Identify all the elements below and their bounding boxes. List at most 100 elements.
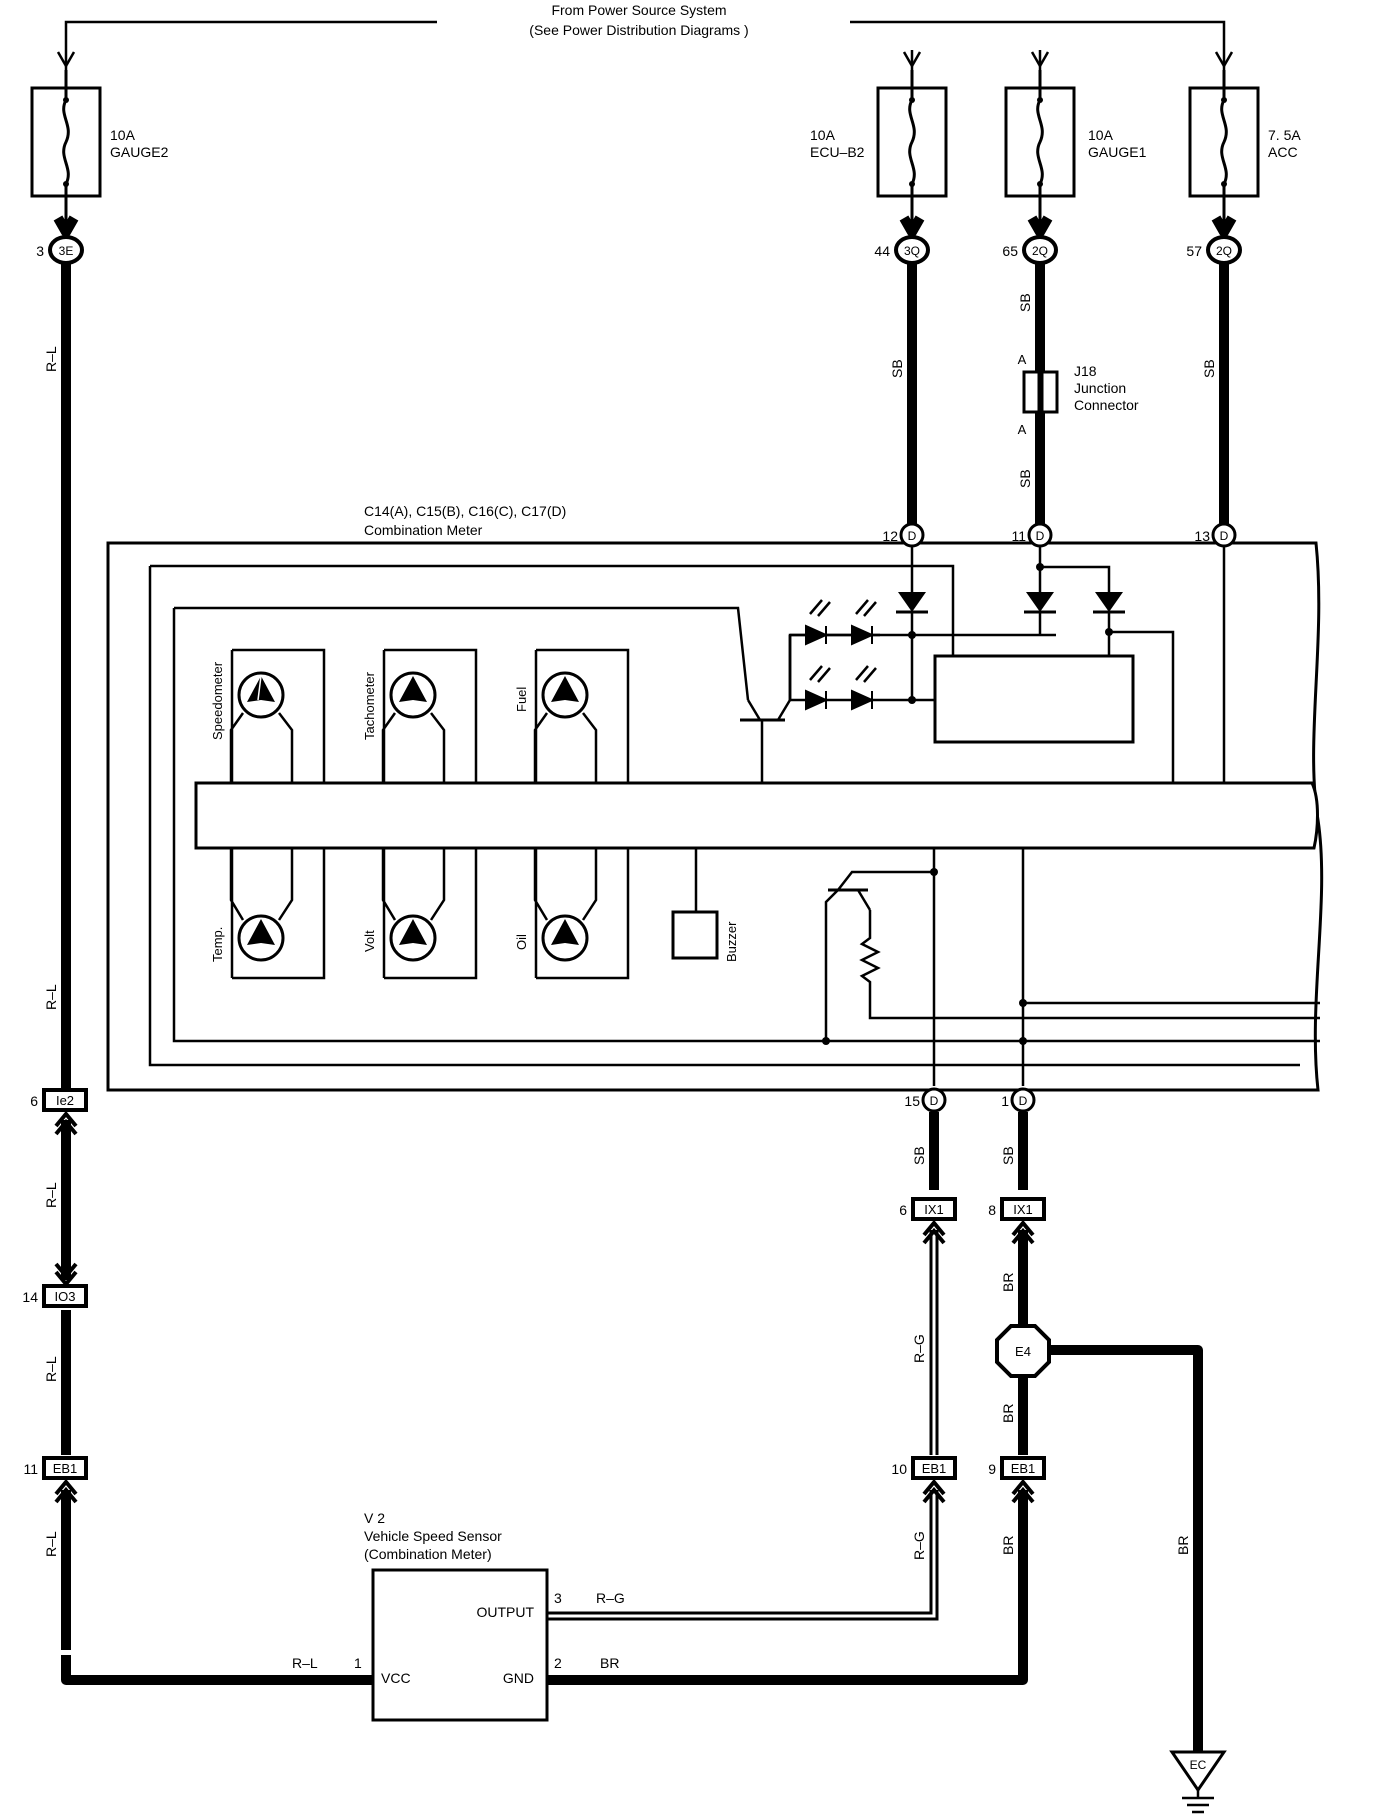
wire-label-br: BR <box>600 1655 619 1671</box>
buzzer: Buzzer <box>671 848 739 962</box>
wire-label-sb: SB <box>1017 293 1033 312</box>
wire-label-sb: SB <box>911 1146 927 1165</box>
wire-label-rg: R–G <box>911 1531 927 1560</box>
sensor-vcc-label: VCC <box>381 1670 411 1686</box>
sensor-name: Vehicle Speed Sensor <box>364 1528 502 1544</box>
connector-code: EB1 <box>53 1461 78 1476</box>
connector-pin: 6 <box>30 1093 38 1109</box>
meter-pin-11: D 11 <box>1011 522 1053 548</box>
fuse-amp: 10A <box>810 127 836 143</box>
terminal-pin: 65 <box>1002 243 1018 259</box>
meter-bus-bar <box>194 781 1319 850</box>
pin-letter: D <box>1019 1094 1028 1108</box>
header-line1: From Power Source System <box>551 2 726 18</box>
connector-eb1-10: EB1 10 <box>891 1456 957 1504</box>
wire-label-rl: R–L <box>43 984 59 1010</box>
connector-pin: 11 <box>23 1461 38 1477</box>
fuse-amp: 10A <box>1088 127 1114 143</box>
j18-pin-bottom: A <box>1018 422 1027 437</box>
wire-label-rl: R–L <box>43 1182 59 1208</box>
j18-id: J18 <box>1074 363 1097 379</box>
wire-label-sb: SB <box>889 359 905 378</box>
wires <box>61 262 1229 1752</box>
fuse-acc: 7. 5A ACC <box>1188 70 1301 222</box>
ground-label: EC <box>1190 1758 1207 1772</box>
fuse-gauge1: 10A GAUGE1 <box>1004 70 1147 222</box>
meter-pin-13: D 13 <box>1194 522 1237 548</box>
wire-label-br: BR <box>1000 1404 1016 1423</box>
connector-eb1-9: EB1 9 <box>988 1456 1046 1504</box>
gauge-label: Tachometer <box>362 671 377 740</box>
fuse-name: ECU–B2 <box>810 144 865 160</box>
connector-code: EB1 <box>1011 1461 1036 1476</box>
gauge-label: Fuel <box>514 687 529 712</box>
junction-terminal-2q-65: 2Q 65 <box>1002 235 1058 265</box>
connector-pin: 10 <box>891 1461 907 1477</box>
meter-connectors: C14(A), C15(B), C16(C), C17(D) <box>364 503 566 519</box>
sensor-pin-vcc: 1 <box>354 1655 362 1671</box>
connector-io3: IO3 14 <box>22 1262 88 1308</box>
junction-terminal-2q-57: 2Q 57 <box>1186 235 1242 265</box>
pin-letter: D <box>1036 529 1045 543</box>
power-source-header: From Power Source System (See Power Dist… <box>56 2 1234 70</box>
sensor-output-label: OUTPUT <box>476 1604 534 1620</box>
ground-ec: EC <box>1169 1750 1227 1814</box>
meter-pin-1: D 1 <box>1001 1087 1036 1113</box>
fuse-output-arrows <box>53 215 1237 237</box>
fuse-gauge2: 10A GAUGE2 <box>30 70 169 222</box>
header-line2: (See Power Distribution Diagrams ) <box>529 22 748 38</box>
j18-line1: Junction <box>1074 380 1126 396</box>
fuse-name: GAUGE1 <box>1088 144 1147 160</box>
wire-color-labels: R–L R–L R–L R–L R–L SB SB SB SB SB SB R–… <box>43 293 1217 1560</box>
wire-label-rl: R–L <box>43 1356 59 1382</box>
connector-pin: 6 <box>899 1202 907 1218</box>
splice-label: E4 <box>1015 1344 1031 1359</box>
wire-label-sb: SB <box>1000 1146 1016 1165</box>
pin-letter: D <box>908 529 917 543</box>
pin-num: 12 <box>882 528 898 544</box>
wire-label-rl: R–L <box>43 1531 59 1557</box>
connector-eb1-11: EB1 11 <box>23 1456 88 1504</box>
meter-pin-12: D 12 <box>882 522 925 548</box>
meter-pin-15: D 15 <box>904 1087 947 1113</box>
terminal-code: 2Q <box>1032 244 1048 258</box>
gauge-oil: Oil <box>514 848 630 980</box>
gauge-label: Temp. <box>210 927 225 962</box>
terminal-code: 2Q <box>1216 244 1232 258</box>
wire-label-br: BR <box>1000 1536 1016 1555</box>
fuse-amp: 10A <box>110 127 136 143</box>
pin-letter: D <box>1220 529 1229 543</box>
wire-label-rg: R–G <box>596 1590 625 1606</box>
terminal-code: 3E <box>59 244 74 258</box>
terminal-pin: 57 <box>1186 243 1202 259</box>
junction-terminal-3e: 3E 3 <box>36 235 84 265</box>
buzzer-label: Buzzer <box>724 921 739 962</box>
j18-line2: Connector <box>1074 397 1139 413</box>
terminal-pin: 3 <box>36 243 44 259</box>
sensor-pin-gnd: 2 <box>554 1655 562 1671</box>
fuse-ecu-b2: 10A ECU–B2 <box>810 70 948 222</box>
wire-label-rl: R–L <box>292 1655 318 1671</box>
pin-num: 1 <box>1001 1093 1009 1109</box>
fuse-amp: 7. 5A <box>1268 127 1301 143</box>
terminal-code: 3Q <box>904 244 920 258</box>
connector-code: Ie2 <box>56 1093 74 1108</box>
wire-label-br: BR <box>1175 1536 1191 1555</box>
pin-num: 13 <box>1194 528 1210 544</box>
wire-label-sb: SB <box>1201 359 1217 378</box>
pin-num: 11 <box>1011 528 1026 544</box>
meter-ic-block <box>933 654 1135 744</box>
sensor-pin-output: 3 <box>554 1590 562 1606</box>
gauge-label: Volt <box>362 930 377 952</box>
gauge-speedometer: Speedometer <box>210 648 326 783</box>
gauge-label: Oil <box>514 934 529 950</box>
diodes <box>896 540 1175 783</box>
connector-code: IX1 <box>1013 1202 1033 1217</box>
connector-ix1-6: IX1 6 <box>899 1197 957 1245</box>
vehicle-speed-sensor: V 2 Vehicle Speed Sensor (Combination Me… <box>292 1510 625 1722</box>
j18-junction-connector: A A J18 Junction Connector <box>1018 352 1139 437</box>
sensor-sub: (Combination Meter) <box>364 1546 492 1562</box>
j18-pin-top: A <box>1018 352 1027 367</box>
meter-name: Combination Meter <box>364 522 483 538</box>
